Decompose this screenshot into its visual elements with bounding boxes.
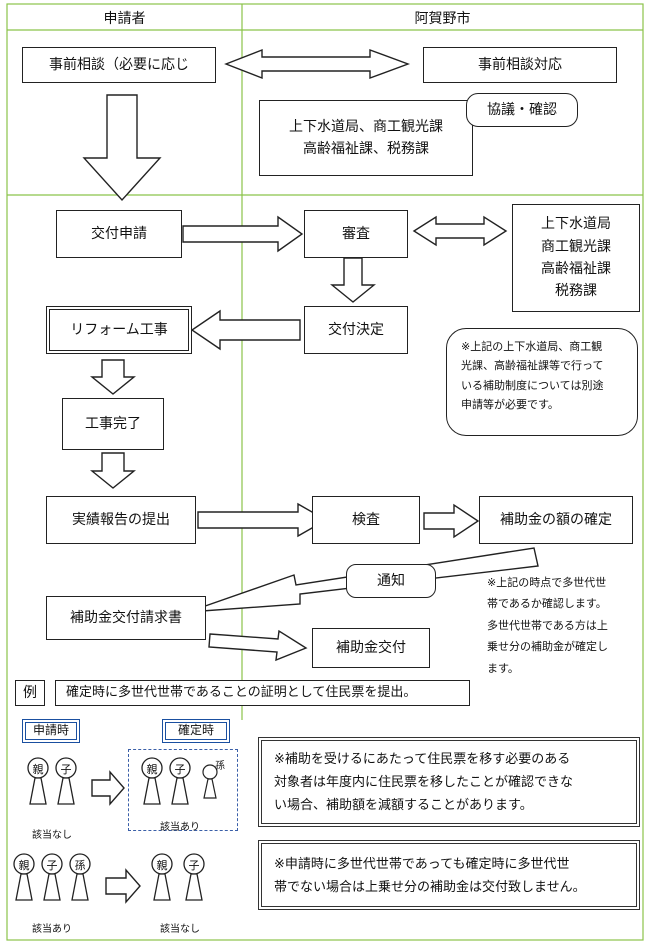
caption-not-applicable: 該当なし <box>160 924 200 935</box>
figure-label-child: 子 <box>46 859 58 872</box>
figure-label-child: 子 <box>188 859 200 872</box>
arrow-example-2 <box>105 868 141 904</box>
notify-label: 通知 <box>346 564 436 598</box>
multi-generation-check-line: ※上記の時点で多世代世 <box>487 576 607 589</box>
apply-box: 交付申請 <box>56 210 182 258</box>
department-list-item: 上下水道局 <box>541 216 611 233</box>
arrow-completion-to-report <box>90 452 136 489</box>
other-subsidy-note-line: ※上記の上下水道局、商工観 <box>461 340 603 353</box>
inspection-box: 検査 <box>312 496 420 544</box>
report-submission-box: 実績報告の提出 <box>46 496 196 544</box>
column-header-city: 阿賀野市 <box>414 11 471 27</box>
other-subsidy-note-line: いる補助制度については別途 <box>461 378 604 392</box>
arrow-apply-to-review <box>182 215 304 253</box>
warning-line: 帯でない場合は上乗せ分の補助金は交付致しません。 <box>274 879 586 895</box>
multi-generation-check-note: ※上記の時点で多世代世 帯であるか確認します。 多世代世帯である方は上 乗せ分の… <box>487 572 637 679</box>
warning-line: い場合、補助額を減額することがあります。 <box>274 797 533 813</box>
multi-generation-check-line: 乗せ分の補助金が確定し <box>487 640 608 654</box>
residence-move-warning: ※補助を受けるにあたって住民票を移す必要のある 対象者は年度内に住民票を移したこ… <box>258 737 640 827</box>
caption-applicable: 該当あり <box>160 822 200 833</box>
grant-decision-box: 交付決定 <box>304 306 408 354</box>
figure-label-child: 子 <box>174 763 186 776</box>
pre-consultation-response-box: 事前相談対応 <box>423 47 617 83</box>
warning-line: 対象者は年度内に住民票を移したことが確認できな <box>274 774 574 790</box>
figure-label-grandchild: 孫 <box>74 859 86 872</box>
arrow-review-bidirectional <box>412 215 508 247</box>
example-label: 例 <box>15 680 45 706</box>
arrow-example-1 <box>91 770 125 806</box>
not-multi-generation-warning: ※申請時に多世代世帯であっても確定時に多世代世 帯でない場合は上乗せ分の補助金は… <box>258 840 640 910</box>
arrow-down-to-apply <box>82 94 162 202</box>
multi-generation-check-line: 多世代世帯である方は上 <box>487 618 608 632</box>
department-group-line1: 上下水道局、商工観光課 <box>289 118 443 135</box>
arrow-inspection-to-amount <box>423 503 480 539</box>
figure-label-parent: 親 <box>156 859 168 872</box>
multi-generation-check-line: ます。 <box>487 661 519 675</box>
department-list-box: 上下水道局 商工観光課 高齢福祉課 税務課 <box>512 204 640 312</box>
review-box: 審査 <box>304 210 408 258</box>
department-list-item: 商工観光課 <box>541 238 611 255</box>
multi-generation-check-line: 帯であるか確認します。 <box>487 597 607 611</box>
arrow-claim-to-grant <box>208 629 308 662</box>
column-header-applicant: 申請者 <box>103 11 146 27</box>
work-completion-box: 工事完了 <box>62 398 164 450</box>
at-confirmation-tag: 確定時 <box>162 719 230 743</box>
reform-work-box: リフォーム工事 <box>46 306 192 354</box>
figure-label-parent: 親 <box>18 859 30 872</box>
arrow-consult-bidirectional <box>224 48 411 80</box>
other-subsidy-note: ※上記の上下水道局、商工観 光課、高齢福祉課等で行って いる補助制度については別… <box>446 328 638 436</box>
figure-label-grandchild: 孫 <box>215 761 225 772</box>
department-list-item: 税務課 <box>555 283 597 300</box>
consult-confirm-badge: 協議・確認 <box>466 93 578 127</box>
warning-line: ※補助を受けるにあたって住民票を移す必要のある <box>274 752 571 767</box>
arrow-reform-to-completion <box>90 359 136 395</box>
grant-payment-box: 補助金交付 <box>312 628 430 668</box>
caption-applicable: 該当あり <box>32 924 72 935</box>
warning-line: ※申請時に多世代世帯であっても確定時に多世代世 <box>274 857 570 872</box>
grant-claim-box: 補助金交付請求書 <box>46 596 206 640</box>
amount-fixed-box: 補助金の額の確定 <box>479 496 633 544</box>
figure-label-child: 子 <box>60 763 72 776</box>
at-application-tag: 申請時 <box>22 719 80 743</box>
caption-not-applicable: 該当なし <box>32 830 72 841</box>
arrow-review-to-decision <box>330 257 376 303</box>
pre-consultation-box: 事前相談（必要に応じ <box>22 47 216 83</box>
arrow-decision-to-reform <box>190 309 301 351</box>
department-group-line2: 高齢福祉課、税務課 <box>303 141 429 157</box>
figure-label-parent: 親 <box>32 763 44 776</box>
confirmation-household-frame <box>128 749 238 831</box>
example-text-box: 確定時に多世代世帯であることの証明として住民票を提出。 <box>55 680 470 706</box>
department-list-item: 高齢福祉課 <box>541 261 611 277</box>
department-group-box: 上下水道局、商工観光課 高齢福祉課、税務課 <box>259 100 473 176</box>
other-subsidy-note-line: 申請等が必要です。 <box>461 397 559 411</box>
other-subsidy-note-line: 光課、高齢福祉課等で行って <box>461 359 604 373</box>
figure-label-parent: 親 <box>146 763 158 776</box>
